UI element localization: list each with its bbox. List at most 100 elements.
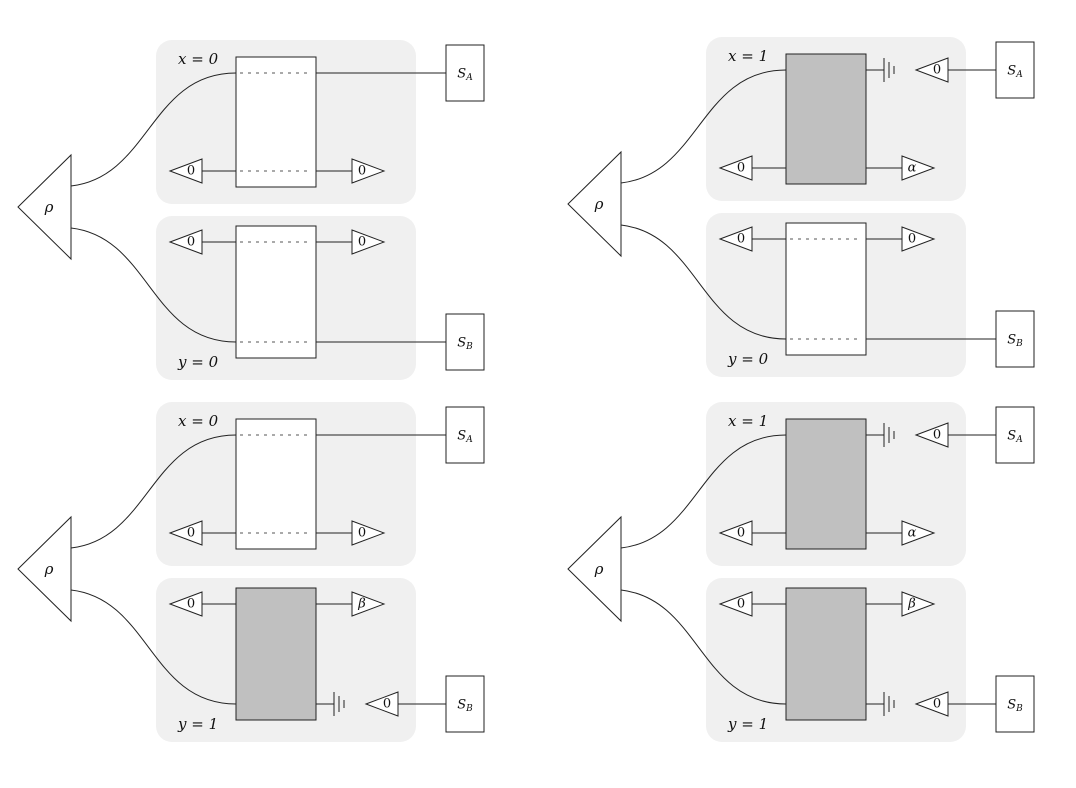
meter-outcome-label: 0: [908, 232, 916, 247]
system-box: [995, 675, 1035, 733]
prep-value-label: 0: [187, 235, 195, 250]
identity-gate-box: [235, 418, 317, 550]
prep-value-label: 0: [187, 164, 195, 179]
discard-ground-icon: [883, 692, 895, 716]
prep-value-label: 0: [737, 232, 745, 247]
prep-value-label: 0: [933, 697, 941, 712]
rho-source-icon: [17, 153, 72, 261]
identity-gate-box: [785, 222, 867, 356]
meter-triangle-icon: [351, 591, 386, 617]
system-a: SA: [445, 44, 485, 102]
system-a: SA: [445, 406, 485, 464]
system-box: [445, 675, 485, 733]
identity-gate-box: [235, 56, 317, 188]
meter-triangle-icon: [351, 158, 386, 184]
setting-x-label: x = 1: [728, 412, 768, 430]
alice-panel: x = 1 0 α 0 SA: [706, 402, 1035, 566]
wire-rho-to-alice: [70, 434, 237, 549]
rho-source-icon: [567, 515, 622, 623]
aux-prep: 0: [168, 229, 203, 255]
prep-value-label: 0: [383, 697, 391, 712]
aux-prep: 0: [718, 155, 753, 181]
wire-rho-to-bob: [620, 224, 787, 340]
system-b: SB: [995, 675, 1035, 733]
wire-rho-to-alice: [620, 434, 787, 549]
aux-prep: 0: [718, 591, 753, 617]
prep-value-label: 0: [933, 63, 941, 78]
swap-gate-box: [785, 53, 867, 185]
meter-triangle-icon: [901, 155, 936, 181]
prep-value-label: 0: [187, 526, 195, 541]
prep-triangle-icon: [168, 158, 203, 184]
aux-prep: 0: [718, 226, 753, 252]
alice-panel: x = 0 0 0 SA: [156, 40, 485, 204]
rho-source-icon: [567, 150, 622, 258]
rho-source-icon: [17, 515, 72, 623]
meter-outcome-label: β: [907, 597, 916, 612]
discard-ground-icon: [883, 58, 895, 82]
setting-y-label: y = 0: [177, 353, 219, 371]
aux-meter: 0: [351, 229, 386, 255]
aux-prep: 0: [718, 520, 753, 546]
swap-gate-box: [235, 587, 317, 721]
meter-outcome-label: 0: [358, 235, 366, 250]
meter-triangle-icon: [901, 591, 936, 617]
aux-meter: α: [901, 520, 936, 546]
rho-label: ρ: [44, 560, 54, 578]
system-box: [445, 406, 485, 464]
prep-value-label: 0: [737, 597, 745, 612]
wire-rho-to-alice: [70, 72, 237, 187]
system-a: SA: [995, 41, 1035, 99]
meter-triangle-icon: [901, 226, 936, 252]
prep-triangle-icon: [718, 226, 753, 252]
system-box: [995, 41, 1035, 99]
wire-rho-to-bob: [70, 589, 237, 705]
aux-meter: β: [351, 591, 386, 617]
rho-label: ρ: [594, 560, 604, 578]
swap-gate-box: [785, 587, 867, 721]
meter-outcome-label: α: [908, 526, 917, 541]
prep-triangle-icon: [168, 520, 203, 546]
alice-panel: x = 0 0 0 SA: [156, 402, 485, 566]
meter-outcome-label: 0: [358, 164, 366, 179]
aux-meter: 0: [351, 158, 386, 184]
prep-value-label: 0: [187, 597, 195, 612]
aux-prep: 0: [168, 520, 203, 546]
prep-triangle-icon: [718, 520, 753, 546]
aux-meter: 0: [901, 226, 936, 252]
rho-label: ρ: [594, 195, 604, 213]
aux-meter: 0: [351, 520, 386, 546]
setting-x-label: x = 0: [178, 412, 219, 430]
wire-rho-to-bob: [70, 227, 237, 343]
system-b: SB: [445, 313, 485, 371]
prep-value-label: 0: [933, 428, 941, 443]
setting-x-label: x = 1: [728, 47, 768, 65]
system-box: [445, 313, 485, 371]
setting-y-label: y = 1: [177, 715, 218, 733]
meter-triangle-icon: [351, 229, 386, 255]
swap-gate-box: [785, 418, 867, 550]
wire-rho-to-bob: [620, 589, 787, 705]
system-b: SB: [995, 310, 1035, 368]
setting-x-label: x = 0: [178, 50, 219, 68]
aux-meter: β: [901, 591, 936, 617]
bob-panel: y = 0 0 0SB: [156, 216, 485, 380]
identity-gate-box: [235, 225, 317, 359]
system-a: SA: [995, 406, 1035, 464]
meter-outcome-label: β: [357, 597, 366, 612]
system-box: [995, 406, 1035, 464]
discard-ground-icon: [883, 423, 895, 447]
prep-triangle-icon: [168, 229, 203, 255]
prep-value-label: 0: [737, 161, 745, 176]
prep-triangle-icon: [718, 591, 753, 617]
aux-prep: 0: [168, 591, 203, 617]
meter-triangle-icon: [901, 520, 936, 546]
